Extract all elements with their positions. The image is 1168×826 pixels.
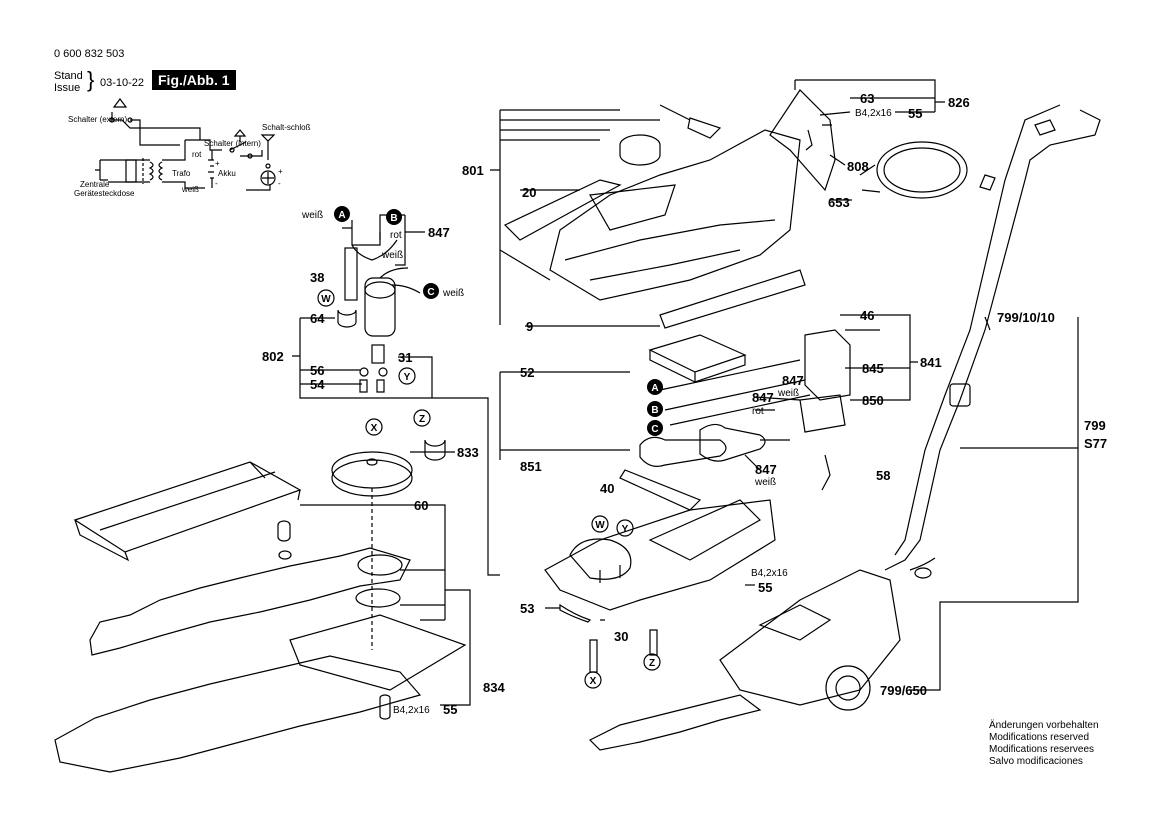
note-en: Modifications reserved bbox=[989, 732, 1090, 743]
marker-circles bbox=[334, 206, 663, 436]
part-30: 30 bbox=[614, 629, 628, 644]
screw-spec-top: B4,2x16 bbox=[855, 108, 892, 119]
marker-a-motor: A bbox=[338, 210, 345, 221]
wire-weiss-c: weiß bbox=[442, 288, 464, 299]
label-geraetesteckdose: Gerätesteckdose bbox=[74, 189, 135, 198]
part-56: 56 bbox=[310, 363, 324, 378]
screw-spec-blade: B4,2x16 bbox=[393, 705, 430, 716]
label-schalter-extern: Schalter (extern) bbox=[68, 115, 127, 124]
wire-weiss-847c: weiß bbox=[754, 477, 776, 488]
label-zentrale: Zentrale bbox=[80, 180, 110, 189]
part-826: 826 bbox=[948, 95, 970, 110]
wire-rot-847b: rot bbox=[752, 406, 764, 417]
label-schaltschloss: Schalt-schloß bbox=[262, 123, 311, 132]
label-minus: - bbox=[215, 179, 218, 188]
part-801: 801 bbox=[462, 163, 484, 178]
note-de: Änderungen vorbehalten bbox=[989, 720, 1099, 731]
electronics bbox=[619, 329, 851, 511]
part-46: 46 bbox=[860, 308, 874, 323]
marker-x-gear: X bbox=[371, 423, 378, 434]
part-851: 851 bbox=[520, 459, 542, 474]
marker-w-motor: W bbox=[321, 294, 331, 305]
label-trafo: Trafo bbox=[172, 169, 191, 178]
part-847-a: 847 bbox=[782, 373, 804, 388]
leader-lines bbox=[292, 79, 1079, 706]
note-fr: Modifications reservees bbox=[989, 744, 1095, 755]
marker-c-battery: C bbox=[651, 424, 658, 435]
screw-spec-housing: B4,2x16 bbox=[751, 568, 788, 579]
part-63: 63 bbox=[860, 91, 874, 106]
part-799-650: 799/650 bbox=[880, 683, 927, 698]
wiring-schematic bbox=[95, 98, 276, 191]
part-55-top: 55 bbox=[908, 106, 922, 121]
part-55-blade: 55 bbox=[443, 702, 457, 717]
label-motor-minus: - bbox=[278, 179, 281, 188]
part-653: 653 bbox=[828, 195, 850, 210]
marker-z-gear: Z bbox=[419, 414, 425, 425]
part-802: 802 bbox=[262, 349, 284, 364]
header-brace-icon: } bbox=[87, 67, 95, 92]
part-60: 60 bbox=[414, 498, 428, 513]
stand-label: Stand bbox=[54, 70, 83, 82]
issue-date: 03-10-22 bbox=[100, 77, 145, 89]
part-31: 31 bbox=[398, 350, 412, 365]
part-54: 54 bbox=[310, 377, 325, 392]
outline-marker-circles bbox=[317, 289, 661, 689]
part-847-motor: 847 bbox=[428, 225, 450, 240]
issue-label: Issue bbox=[54, 82, 81, 94]
label-schalter-intern: Schalter (intern) bbox=[204, 139, 261, 148]
label-motor-plus: + bbox=[278, 167, 283, 176]
part-841: 841 bbox=[920, 355, 942, 370]
wire-weiss-a: weiß bbox=[301, 210, 323, 221]
part-845: 845 bbox=[862, 361, 884, 376]
marker-y-motor: Y bbox=[404, 372, 411, 383]
part-799: 799 bbox=[1084, 418, 1106, 433]
part-58: 58 bbox=[876, 468, 890, 483]
part-53: 53 bbox=[520, 601, 534, 616]
wire-weiss-mid: weiß bbox=[381, 250, 403, 261]
part-834: 834 bbox=[483, 680, 505, 695]
part-847-c: 847 bbox=[755, 462, 777, 477]
marker-y-housing: Y bbox=[622, 524, 629, 535]
label-plus: + bbox=[215, 159, 220, 168]
label-weiss-schematic: weiß bbox=[181, 185, 199, 194]
part-38: 38 bbox=[310, 270, 324, 285]
part-20: 20 bbox=[522, 185, 536, 200]
part-850: 850 bbox=[862, 393, 884, 408]
label-rot-schematic: rot bbox=[192, 150, 202, 159]
part-number: 0 600 832 503 bbox=[54, 48, 125, 60]
part-833: 833 bbox=[457, 445, 479, 460]
part-808: 808 bbox=[847, 159, 869, 174]
note-es: Salvo modificaciones bbox=[989, 756, 1083, 767]
wire-rot-b: rot bbox=[390, 230, 402, 241]
marker-c-motor: C bbox=[427, 287, 434, 298]
wire-weiss-847a: weiß bbox=[777, 388, 799, 399]
assembled-trimmer bbox=[588, 104, 1101, 751]
lower-housing bbox=[544, 499, 776, 673]
gear-assembly bbox=[331, 439, 446, 650]
marker-b-battery: B bbox=[651, 405, 658, 416]
part-799-10-10: 799/10/10 bbox=[997, 310, 1055, 325]
part-64: 64 bbox=[310, 311, 325, 326]
modification-notes: Änderungen vorbehalten Modifications res… bbox=[989, 720, 1099, 768]
part-55-housing: 55 bbox=[758, 580, 772, 595]
marker-a-battery: A bbox=[651, 383, 658, 394]
marker-w-housing: W bbox=[595, 520, 605, 531]
blade-parts bbox=[54, 461, 467, 773]
label-akku: Akku bbox=[218, 169, 236, 178]
upper-housing bbox=[503, 89, 968, 329]
marker-b-motor: B bbox=[390, 213, 397, 224]
part-s77: S77 bbox=[1084, 436, 1107, 451]
part-40: 40 bbox=[600, 481, 614, 496]
figure-label: Fig./Abb. 1 bbox=[152, 70, 236, 90]
part-52: 52 bbox=[520, 365, 534, 380]
part-9: 9 bbox=[526, 319, 533, 334]
marker-z-housing: Z bbox=[649, 658, 655, 669]
motor-assembly bbox=[337, 220, 421, 393]
part-847-b: 847 bbox=[752, 390, 774, 405]
marker-x-housing: X bbox=[590, 676, 597, 687]
